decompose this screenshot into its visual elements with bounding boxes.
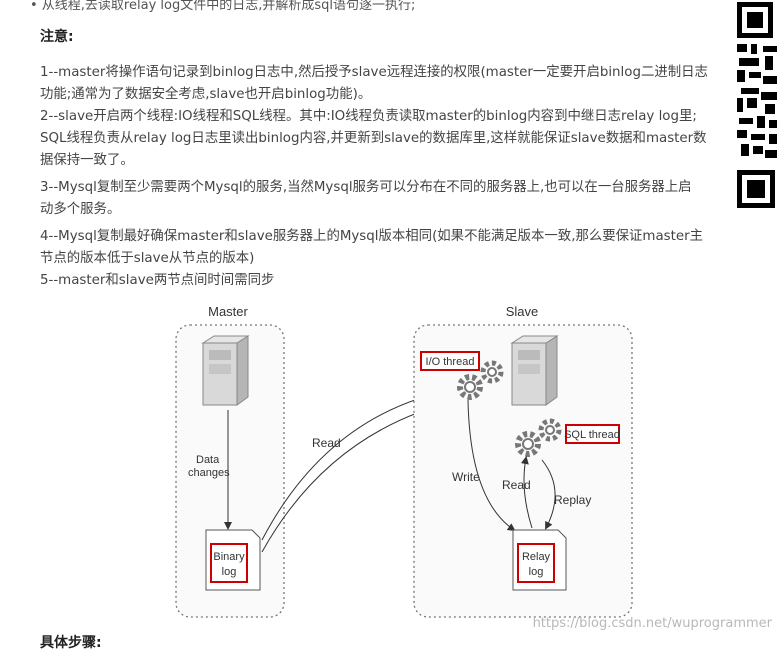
- data-changes-label-2: changes: [188, 467, 230, 479]
- write-label: Write: [452, 470, 480, 484]
- sql-thread-gear-icon: [515, 418, 562, 457]
- note-line: 据保持一致了。: [40, 153, 134, 168]
- relay-log-icon: [512, 529, 567, 591]
- note-3: 3--Mysql复制至少需要两个Mysql的服务,当然Mysql服务可以分布在不…: [40, 177, 766, 221]
- watermark-text: https://blog.csdn.net/wuprogrammer: [532, 616, 772, 631]
- qr-code-icon: [735, 0, 780, 212]
- sql-thread-label: SQL thread: [564, 429, 620, 441]
- bottom-heading-fragment: 具体步骤:: [40, 635, 102, 651]
- note-line: 2--slave开启两个线程:IO线程和SQL线程。其中:IO线程负责读取mas…: [40, 109, 697, 124]
- note-5: 5--master和slave两节点间时间需同步: [40, 270, 766, 292]
- note-line: 节点的版本低于slave从节点的版本): [40, 251, 255, 266]
- note-line: 5--master和slave两节点间时间需同步: [40, 273, 275, 288]
- note-2: 2--slave开启两个线程:IO线程和SQL线程。其中:IO线程负责读取mas…: [40, 106, 766, 172]
- master-label: Master: [208, 304, 248, 319]
- top-fragment-text: • 从线程,去读取relay log文件中的日志,并解析成sql语句逐一执行;: [30, 0, 416, 13]
- note-line: 1--master将操作语句记录到binlog日志中,然后授予slave远程连接…: [40, 65, 708, 80]
- read2-label: Read: [502, 478, 531, 492]
- qr-code-image: [735, 0, 780, 212]
- note-line: 动多个服务。: [40, 202, 121, 217]
- slave-server-icon: [510, 335, 559, 406]
- note-line: 3--Mysql复制至少需要两个Mysql的服务,当然Mysql服务可以分布在不…: [40, 180, 692, 195]
- read-label: Read: [312, 436, 341, 450]
- note-line: 功能;通常为了数据安全考虑,slave也开启binlog功能)。: [40, 87, 372, 102]
- binary-log-label-1: Binary: [213, 551, 245, 563]
- note-line: 4--Mysql复制最好确保master和slave服务器上的Mysql版本相同…: [40, 229, 704, 244]
- note-line: SQL线程负责从relay log日志里读出binlog内容,并更新到slave…: [40, 131, 707, 146]
- io-thread-label: I/O thread: [426, 356, 475, 368]
- relay-log-label-1: Relay: [522, 551, 551, 563]
- slave-label: Slave: [506, 304, 539, 319]
- note-4: 4--Mysql复制最好确保master和slave服务器上的Mysql版本相同…: [40, 226, 766, 270]
- notes-heading: 注意:: [40, 29, 74, 45]
- master-server-icon: [201, 335, 250, 406]
- slave-box: [413, 324, 633, 618]
- note-1: 1--master将操作语句记录到binlog日志中,然后授予slave远程连接…: [40, 62, 766, 106]
- io-thread-gear-icon: [457, 360, 504, 400]
- replay-label: Replay: [554, 493, 591, 507]
- io-thread-box: [420, 351, 480, 371]
- binary-log-icon: [205, 529, 261, 591]
- binary-log-label-2: log: [222, 566, 237, 578]
- data-changes-label-1: Data: [196, 454, 220, 466]
- sql-thread-box: [565, 424, 620, 444]
- master-box: [175, 324, 285, 618]
- relay-log-label-2: log: [529, 566, 544, 578]
